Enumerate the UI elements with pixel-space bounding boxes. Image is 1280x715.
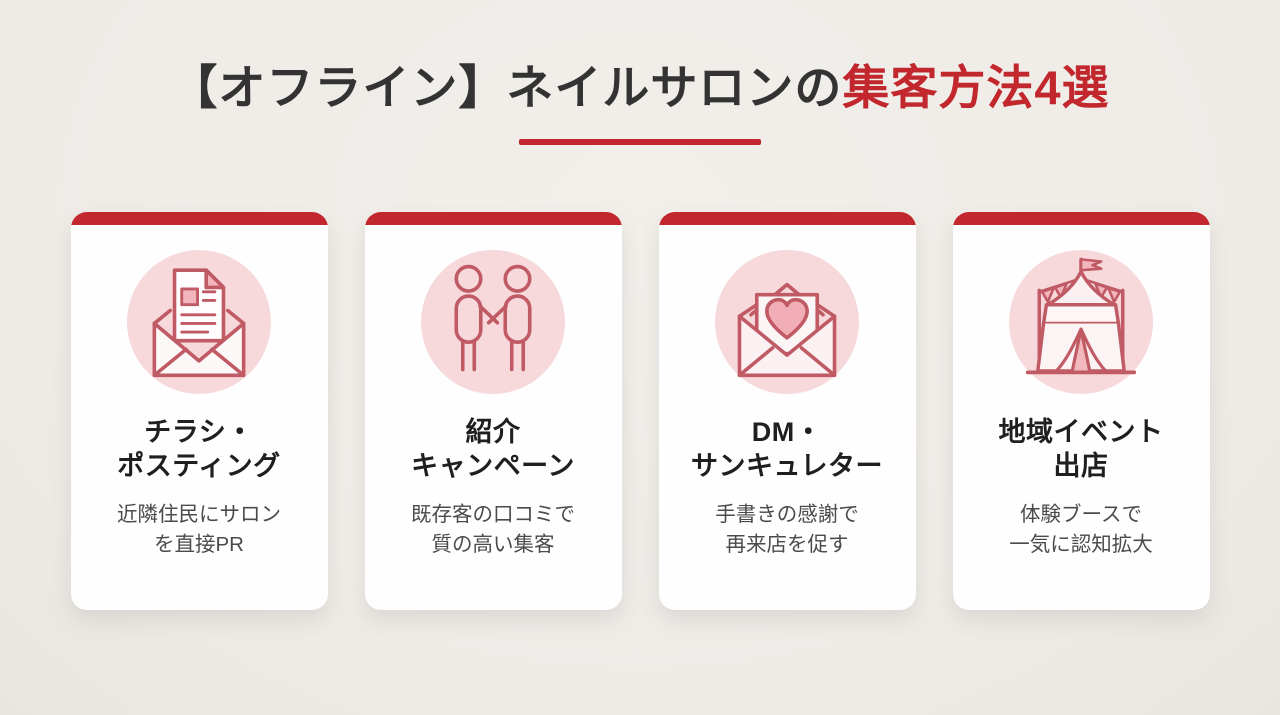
card-title-line: キャンペーン [411,451,575,482]
title-underline [519,139,761,146]
card-flyer-posting: チラシ・ポスティング 近隣住民にサロンを直接PR [70,212,328,611]
card-title-line: DM・ [751,417,823,448]
card-title-line: チラシ・ [144,417,254,448]
card-description: 体験ブースで一気に認知拡大 [1009,500,1153,560]
handshake-people-icon [421,250,565,395]
card-accent-bar [364,212,622,226]
card-accent-bar [70,212,328,226]
flyer-envelope-icon [127,250,271,395]
page-title: 【オフライン】ネイルサロンの集客方法4選 [0,60,1280,116]
card-title: DM・サンキュレター [691,416,883,484]
header: 【オフライン】ネイルサロンの集客方法4選 [0,0,1280,146]
page-title-highlight: 集客方法4選 [842,61,1110,114]
card-description-line: 近隣住民にサロン [117,502,281,526]
card-referral-campaign: 紹介キャンペーン 既存客の口コミで質の高い集客 [364,212,622,611]
card-title-line: 地域イベント [998,417,1164,448]
card-description-line: 手書きの感謝で [715,502,859,526]
card-description-line: 質の高い集客 [431,532,555,556]
card-title: 紹介キャンペーン [411,416,575,484]
card-title: チラシ・ポスティング [117,416,280,484]
card-title: 地域イベント出店 [999,416,1164,484]
card-description-line: 体験ブースで [1020,502,1142,526]
card-title-line: 出店 [1053,451,1109,482]
heart-letter-icon [715,250,859,395]
card-accent-bar [658,212,916,226]
card-title-line: ポスティング [117,451,281,482]
card-title-line: 紹介 [465,417,521,448]
card-description-line: を直接PR [154,532,244,556]
card-description: 手書きの感謝で再来店を促す [715,500,859,560]
card-description-line: 再来店を促す [725,532,849,556]
cards-row: チラシ・ポスティング 近隣住民にサロンを直接PR [0,212,1280,611]
page-title-prefix: 【オフライン】ネイルサロンの [170,61,843,114]
card-local-event-booth: 地域イベント出店 体験ブースで一気に認知拡大 [952,212,1210,611]
card-description-line: 既存客の口コミで [411,502,575,526]
card-description-line: 一気に認知拡大 [1009,532,1153,556]
event-tent-icon [1009,250,1153,395]
card-dm-thankyou-letter: DM・サンキュレター 手書きの感謝で再来店を促す [658,212,916,611]
card-description: 既存客の口コミで質の高い集客 [411,500,575,560]
card-accent-bar [952,212,1210,226]
card-description: 近隣住民にサロンを直接PR [117,500,281,560]
card-title-line: サンキュレター [691,451,883,482]
